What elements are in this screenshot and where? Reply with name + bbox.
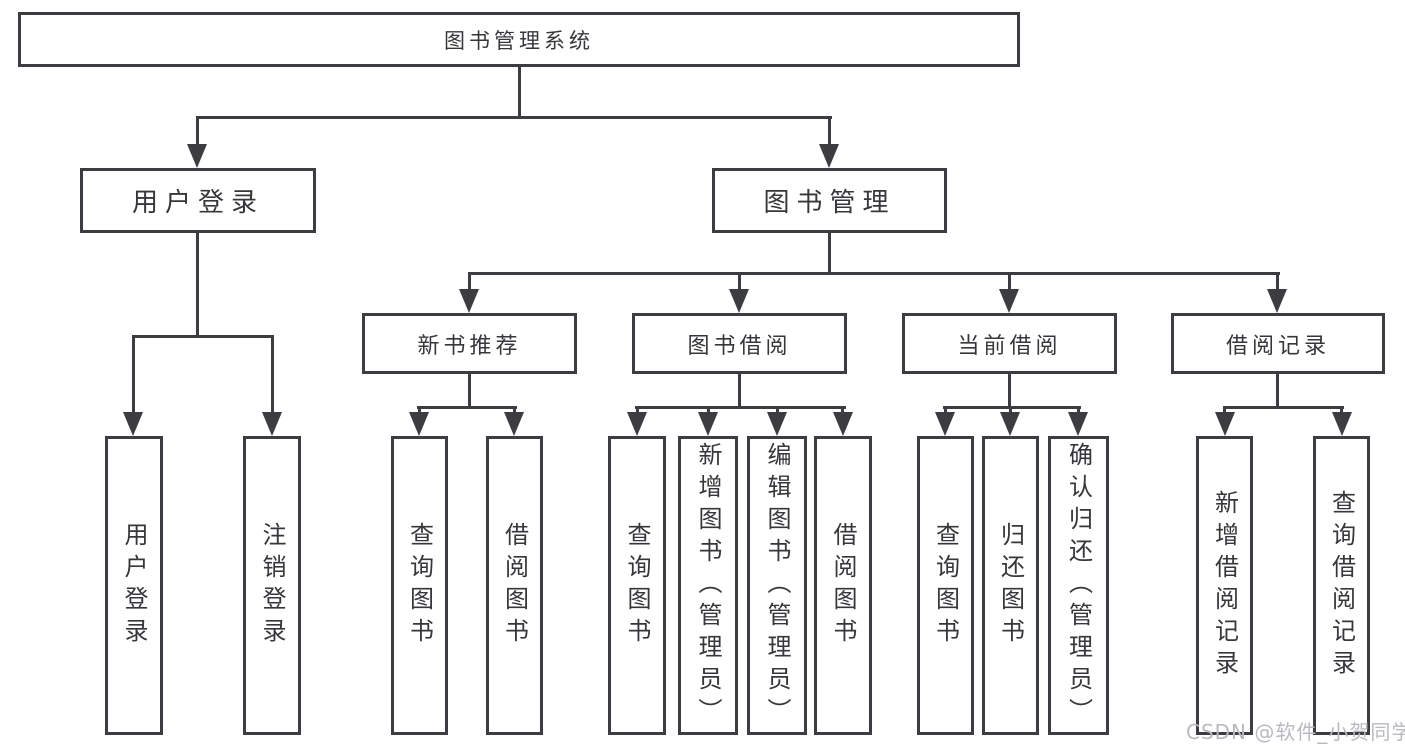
connector-line [1223, 406, 1226, 416]
arrowhead-down-icon [1332, 412, 1352, 436]
connector-line [1008, 272, 1011, 292]
connector-line [513, 406, 516, 416]
connector-line [518, 67, 521, 118]
node-book-borrow: 图书借阅 [632, 313, 847, 374]
arrowhead-down-icon [767, 412, 787, 436]
arrowhead-down-icon [1215, 412, 1235, 436]
arrowhead-down-icon [262, 412, 282, 436]
connector-line [1223, 406, 1344, 409]
connector-line [943, 406, 1081, 409]
node-new-book-recommend: 新书推荐 [362, 313, 577, 374]
arrowhead-down-icon [504, 412, 524, 436]
node-book-management: 图书管理 [712, 168, 947, 233]
arrowhead-down-icon [729, 289, 749, 313]
leaf-cb-confirm-return-admin: 确认归还（管理员） [1048, 436, 1109, 735]
node-current-borrow: 当前借阅 [902, 313, 1117, 374]
connector-line [196, 116, 199, 148]
leaf-logout: 注销登录 [243, 436, 301, 735]
leaf-label: 查询图书 [931, 521, 960, 650]
connector-line [196, 233, 199, 337]
arrowhead-down-icon [833, 412, 853, 436]
connector-line [1077, 406, 1080, 416]
arrowhead-down-icon [409, 412, 429, 436]
leaf-label: 新增借阅记录 [1210, 489, 1239, 682]
arrowhead-down-icon [999, 289, 1019, 313]
connector-line [132, 335, 135, 416]
leaf-bb-query-books: 查询图书 [608, 436, 666, 735]
leaf-br-add-record: 新增借阅记录 [1196, 436, 1253, 735]
arrowhead-down-icon [123, 412, 143, 436]
leaf-label: 新增图书（管理员） [694, 441, 722, 730]
csdn-watermark: CSDN @软件_小贺同学 [1186, 720, 1405, 744]
arrowhead-down-icon [459, 289, 479, 313]
connector-line [828, 116, 831, 148]
node-label: 新书推荐 [417, 333, 522, 359]
connector-line [944, 406, 947, 416]
arrowhead-down-icon [1000, 412, 1020, 436]
connector-line [1009, 406, 1012, 416]
leaf-label: 归还图书 [996, 521, 1025, 650]
connector-line [468, 272, 471, 292]
leaf-bb-add-books-admin: 新增图书（管理员） [678, 436, 738, 735]
arrowhead-down-icon [627, 412, 647, 436]
node-label: 图书借阅 [687, 333, 792, 359]
leaf-label: 查询借阅记录 [1327, 489, 1356, 682]
leaf-bb-borrow-books: 借阅图书 [814, 436, 872, 735]
node-label: 图书管理 [763, 188, 896, 218]
arrowhead-down-icon [1068, 412, 1088, 436]
leaf-label: 查询图书 [405, 521, 434, 650]
leaf-user-login: 用户登录 [105, 436, 163, 735]
connector-line [196, 116, 832, 119]
leaf-label: 注销登录 [258, 521, 286, 650]
leaf-label: 借阅图书 [500, 521, 529, 650]
connector-line [1276, 272, 1279, 292]
arrowhead-down-icon [187, 144, 207, 168]
arrowhead-down-icon [698, 412, 718, 436]
connector-line [1340, 406, 1343, 416]
connector-line [636, 406, 639, 416]
leaf-cb-query-books: 查询图书 [917, 436, 974, 735]
connector-line [132, 335, 274, 338]
leaf-label: 确认归还（管理员） [1064, 441, 1093, 730]
leaf-bb-edit-books-admin: 编辑图书（管理员） [747, 436, 807, 735]
connector-line [738, 272, 741, 292]
connector-line [417, 406, 517, 409]
leaf-label: 借阅图书 [829, 521, 857, 650]
leaf-label: 查询图书 [623, 521, 651, 650]
leaf-label: 编辑图书（管理员） [763, 441, 791, 730]
connector-line [468, 374, 471, 409]
connector-line [738, 374, 741, 409]
node-label: 借阅记录 [1225, 333, 1330, 359]
arrowhead-down-icon [1267, 289, 1287, 313]
connector-line [841, 406, 844, 416]
connector-line [418, 406, 421, 416]
arrowhead-down-icon [819, 144, 839, 168]
connector-line [1008, 374, 1011, 409]
leaf-br-query-record: 查询借阅记录 [1313, 436, 1370, 735]
leaf-nb-query-books: 查询图书 [391, 436, 448, 735]
connector-line [271, 335, 274, 416]
connector-line [776, 406, 779, 416]
connector-line [828, 233, 831, 275]
leaf-nb-borrow-books: 借阅图书 [486, 436, 543, 735]
node-user-login: 用户登录 [80, 168, 316, 233]
node-label: 图书管理系统 [444, 28, 594, 53]
node-library-system: 图书管理系统 [18, 12, 1020, 67]
connector-line [707, 406, 710, 416]
leaf-cb-return-books: 归还图书 [982, 436, 1039, 735]
arrowhead-down-icon [935, 412, 955, 436]
connector-line [1276, 374, 1279, 409]
leaf-label: 用户登录 [120, 521, 148, 650]
node-borrow-record: 借阅记录 [1171, 313, 1385, 374]
node-label: 当前借阅 [957, 333, 1062, 359]
connector-line [635, 406, 846, 409]
connector-line [468, 272, 1280, 275]
node-label: 用户登录 [131, 188, 264, 218]
